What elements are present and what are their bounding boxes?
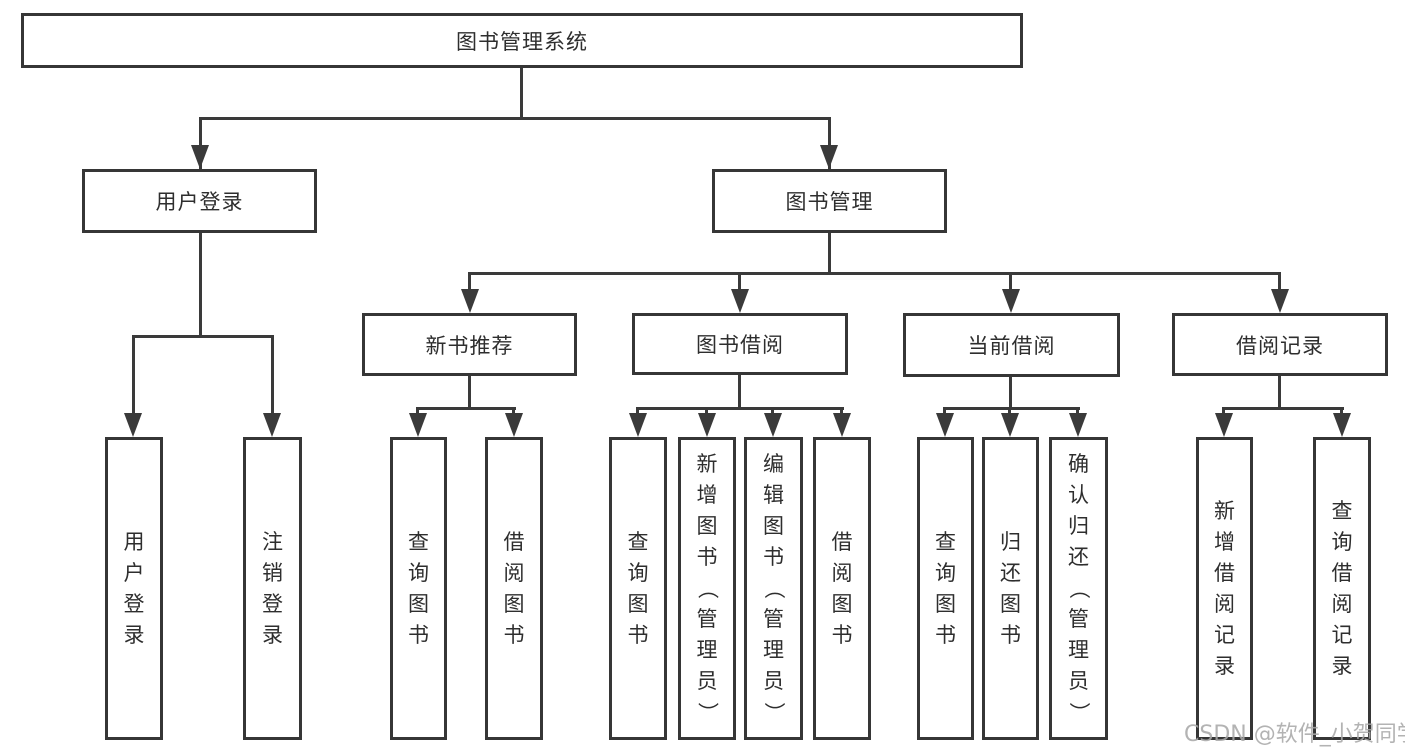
edge-line — [1278, 376, 1281, 408]
node-leaf-confirm-return-admin: 确认归还（管理员） — [1049, 437, 1108, 740]
arrow-down-icon — [820, 145, 838, 169]
node-leaf-borrow-books: 借阅图书 — [485, 437, 543, 740]
edge-line — [199, 117, 202, 169]
arrow-down-icon — [731, 289, 749, 313]
node-leaf-edit-book-admin: 编辑图书（管理员） — [744, 437, 803, 740]
arrow-down-icon — [263, 413, 281, 437]
edge-line — [1223, 407, 1344, 410]
edge-line — [469, 272, 1281, 275]
edge-line — [520, 68, 523, 118]
arrow-down-icon — [1271, 289, 1289, 313]
arrow-down-icon — [1002, 289, 1020, 313]
edge-line — [1278, 272, 1281, 302]
node-borrow-records: 借阅记录 — [1172, 313, 1388, 376]
edge-line — [1009, 272, 1012, 302]
node-leaf-query-books: 查询图书 — [917, 437, 974, 740]
arrow-down-icon — [764, 413, 782, 437]
edge-line — [199, 117, 831, 120]
edge-line — [199, 233, 202, 336]
node-leaf-add-book-admin: 新增图书（管理员） — [678, 437, 736, 740]
arrow-down-icon — [461, 289, 479, 313]
arrow-down-icon — [1333, 413, 1351, 437]
arrow-down-icon — [698, 413, 716, 437]
node-leaf-return-book: 归还图书 — [982, 437, 1039, 740]
node-user-login: 用户登录 — [82, 169, 317, 233]
node-leaf-query-books: 查询图书 — [390, 437, 447, 740]
edge-line — [637, 407, 844, 410]
arrow-down-icon — [1069, 413, 1087, 437]
edge-line — [828, 117, 831, 169]
edge-line — [1009, 377, 1012, 408]
edge-line — [738, 375, 741, 408]
arrow-down-icon — [833, 413, 851, 437]
node-leaf-borrow-books: 借阅图书 — [813, 437, 871, 740]
node-root: 图书管理系统 — [21, 13, 1023, 68]
edge-line — [738, 272, 741, 302]
node-current-borrow: 当前借阅 — [903, 313, 1120, 377]
edge-line — [417, 407, 516, 410]
edge-line — [468, 272, 471, 302]
arrow-down-icon — [629, 413, 647, 437]
arrow-down-icon — [409, 413, 427, 437]
edge-line — [132, 335, 273, 338]
arrow-down-icon — [1215, 413, 1233, 437]
arrow-down-icon — [191, 145, 209, 169]
watermark: CSDN @软件_小贺同学 — [1184, 722, 1405, 747]
arrow-down-icon — [936, 413, 954, 437]
arrow-down-icon — [505, 413, 523, 437]
edge-line — [271, 335, 274, 420]
node-book-management: 图书管理 — [712, 169, 947, 233]
node-leaf-query-borrow-record: 查询借阅记录 — [1313, 437, 1371, 740]
edge-line — [828, 233, 831, 273]
node-leaf-query-books: 查询图书 — [609, 437, 667, 740]
edge-line — [468, 376, 471, 408]
node-book-borrow: 图书借阅 — [632, 313, 848, 375]
node-leaf-logout: 注销登录 — [243, 437, 302, 740]
edge-line — [132, 335, 135, 420]
arrow-down-icon — [1001, 413, 1019, 437]
edge-line — [944, 407, 1080, 410]
arrow-down-icon — [124, 413, 142, 437]
node-new-book-recommend: 新书推荐 — [362, 313, 577, 376]
node-leaf-add-borrow-record: 新增借阅记录 — [1196, 437, 1253, 740]
node-leaf-user-login: 用户登录 — [105, 437, 163, 740]
